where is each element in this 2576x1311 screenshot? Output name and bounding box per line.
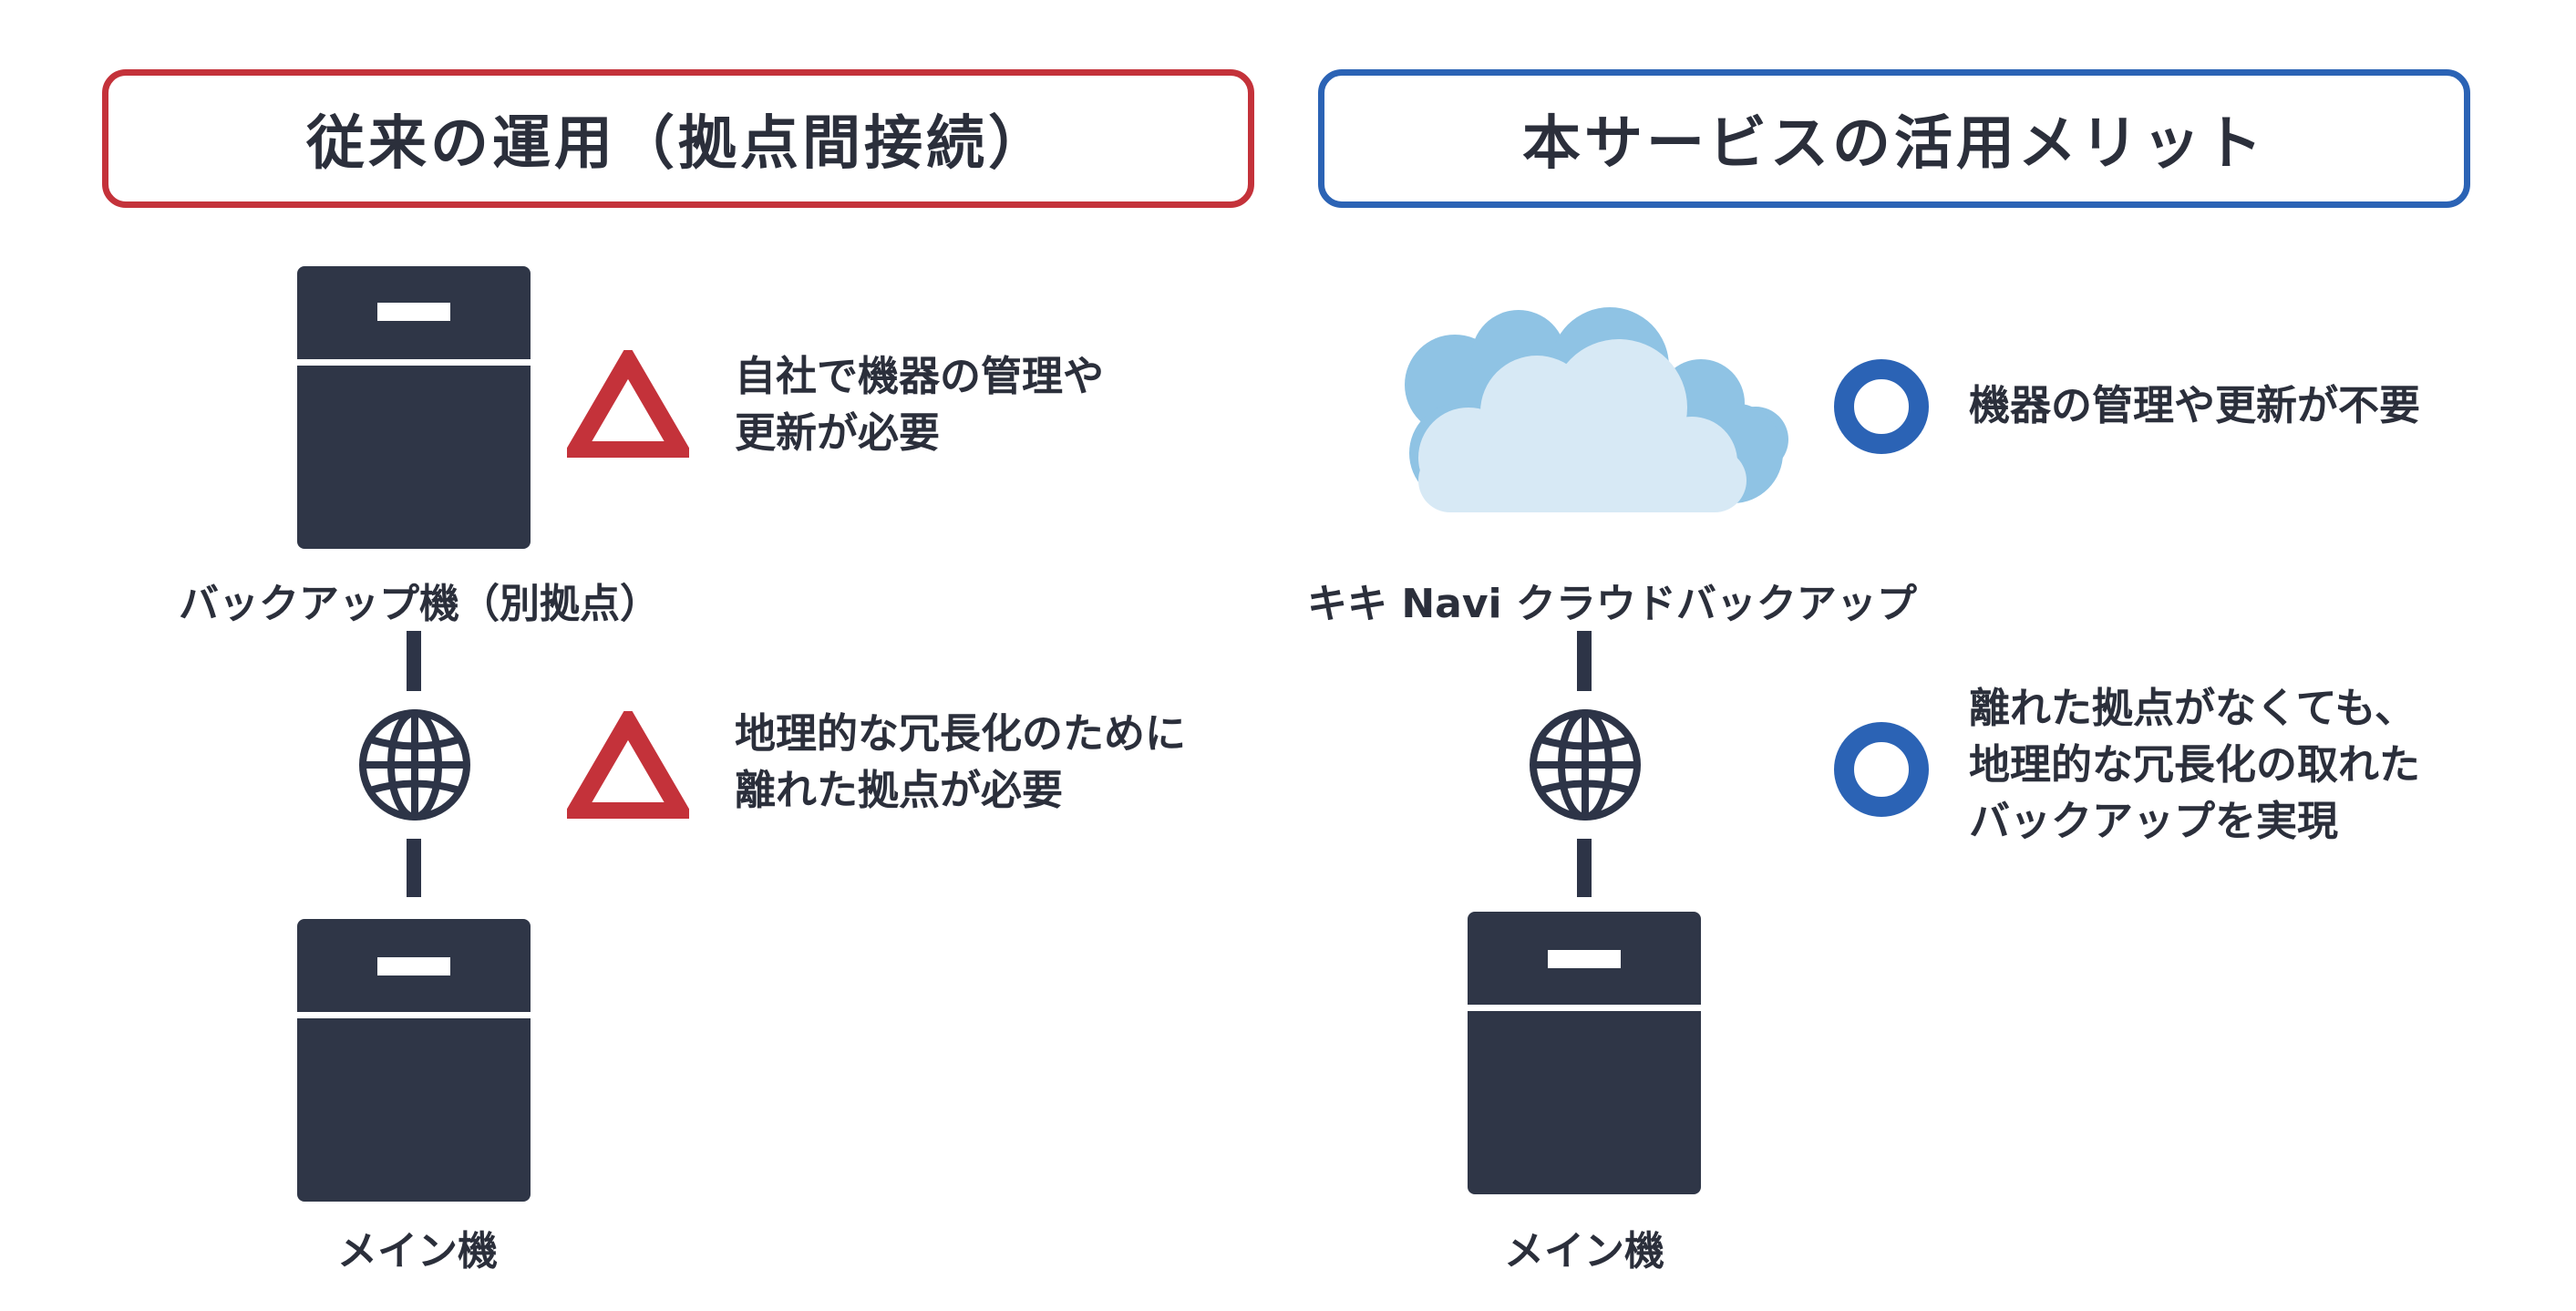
globe-icon bbox=[1530, 709, 1641, 821]
connector-line bbox=[1577, 839, 1592, 897]
globe-icon bbox=[359, 709, 470, 821]
circle-ok-icon bbox=[1834, 722, 1929, 817]
connector-line bbox=[1577, 631, 1592, 691]
note-line: 離れた拠点が必要 bbox=[735, 766, 1064, 814]
note-line: バックアップを実現 bbox=[1969, 797, 2339, 845]
warning-triangle-icon bbox=[567, 350, 689, 458]
cloud-icon bbox=[1405, 307, 1788, 512]
main-server-icon bbox=[297, 919, 531, 1202]
left-header: 従来の運用（拠点間接続） bbox=[102, 69, 1254, 208]
cloud-label: キキ Navi クラウドバックアップ bbox=[1307, 581, 1917, 627]
note-line: 更新が必要 bbox=[735, 408, 941, 457]
note-line: 離れた拠点がなくても、 bbox=[1969, 684, 2416, 732]
left-note-1: 自社で機器の管理や 更新が必要 bbox=[735, 348, 1104, 461]
note-line: 自社で機器の管理や bbox=[735, 352, 1105, 400]
note-line: 機器の管理や更新が不要 bbox=[1969, 381, 2421, 429]
connector-line bbox=[407, 839, 421, 897]
note-line: 地理的な冗長化の取れた bbox=[1969, 740, 2421, 789]
connector-line bbox=[407, 631, 421, 691]
backup-server-icon bbox=[297, 266, 531, 549]
circle-ok-icon bbox=[1834, 359, 1929, 454]
note-line: 地理的な冗長化のために bbox=[735, 709, 1187, 758]
backup-server-label: バックアップ機（別拠点） bbox=[179, 581, 660, 627]
warning-triangle-icon bbox=[567, 711, 689, 819]
left-note-2: 地理的な冗長化のために 離れた拠点が必要 bbox=[735, 706, 1186, 819]
right-note-1: 機器の管理や更新が不要 bbox=[1969, 377, 2420, 434]
main-server-icon bbox=[1468, 912, 1701, 1194]
main-server-label: メイン機 bbox=[337, 1228, 498, 1275]
right-header: 本サービスの活用メリット bbox=[1318, 69, 2470, 208]
right-note-2: 離れた拠点がなくても、 地理的な冗長化の取れた バックアップを実現 bbox=[1969, 680, 2420, 850]
main-server-label: メイン機 bbox=[1504, 1228, 1664, 1275]
